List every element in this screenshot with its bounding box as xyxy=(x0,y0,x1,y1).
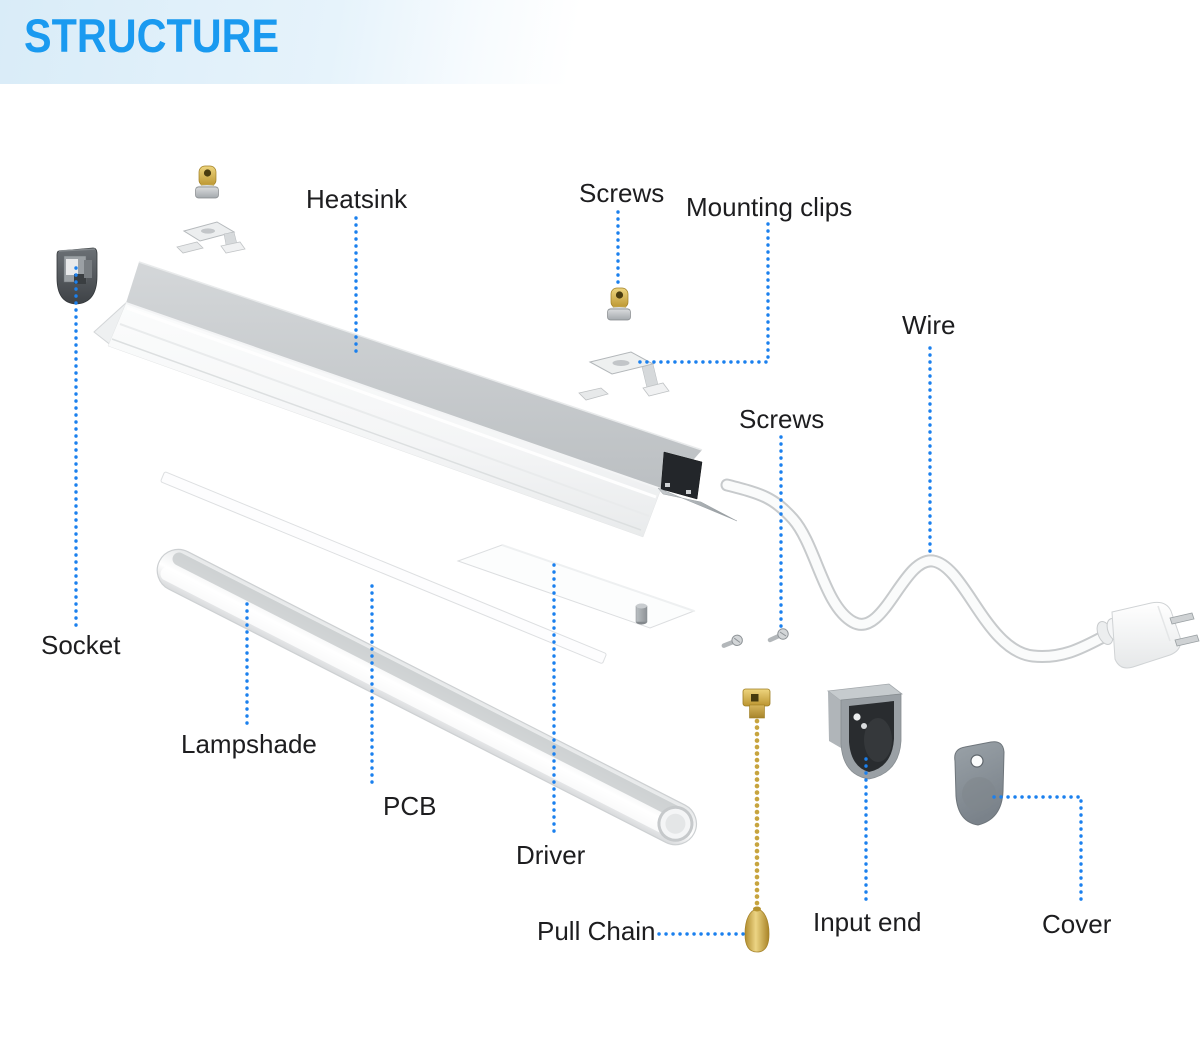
heatsink-part xyxy=(93,261,738,538)
label-mounting-clips: Mounting clips xyxy=(686,192,853,222)
leader-cover xyxy=(992,795,1083,903)
pcb-part xyxy=(160,471,607,664)
leader-lines xyxy=(74,210,1083,936)
label-input-end: Input end xyxy=(813,907,922,937)
brass-screw-left xyxy=(195,165,219,199)
label-cover: Cover xyxy=(1042,909,1112,939)
brass-screw-right xyxy=(607,287,631,321)
label-pull-chain: Pull Chain xyxy=(537,916,656,946)
label-screws-mid: Screws xyxy=(739,404,825,434)
label-driver: Driver xyxy=(516,840,586,870)
power-plug xyxy=(1096,601,1200,669)
input-end-part xyxy=(826,683,904,780)
label-socket: Socket xyxy=(41,630,121,660)
label-pcb: PCB xyxy=(383,791,437,821)
label-heatsink: Heatsink xyxy=(306,184,408,214)
header-band: STRUCTURE xyxy=(0,0,1200,84)
mounting-clip-right xyxy=(578,351,670,401)
label-wire: Wire xyxy=(902,310,956,340)
leader-mounting-clips xyxy=(637,222,770,364)
small-screw-right xyxy=(770,629,788,640)
page-title: STRUCTURE xyxy=(24,9,280,62)
label-lampshade: Lampshade xyxy=(181,729,317,759)
label-screws-top: Screws xyxy=(579,178,665,208)
wire-part xyxy=(720,478,1200,669)
mounting-clip-left xyxy=(176,221,246,254)
driver-part xyxy=(456,544,696,629)
lampshade-part xyxy=(156,548,698,846)
small-screw-left xyxy=(724,634,743,646)
pull-chain-part xyxy=(742,688,771,953)
cover-part xyxy=(954,741,1005,826)
